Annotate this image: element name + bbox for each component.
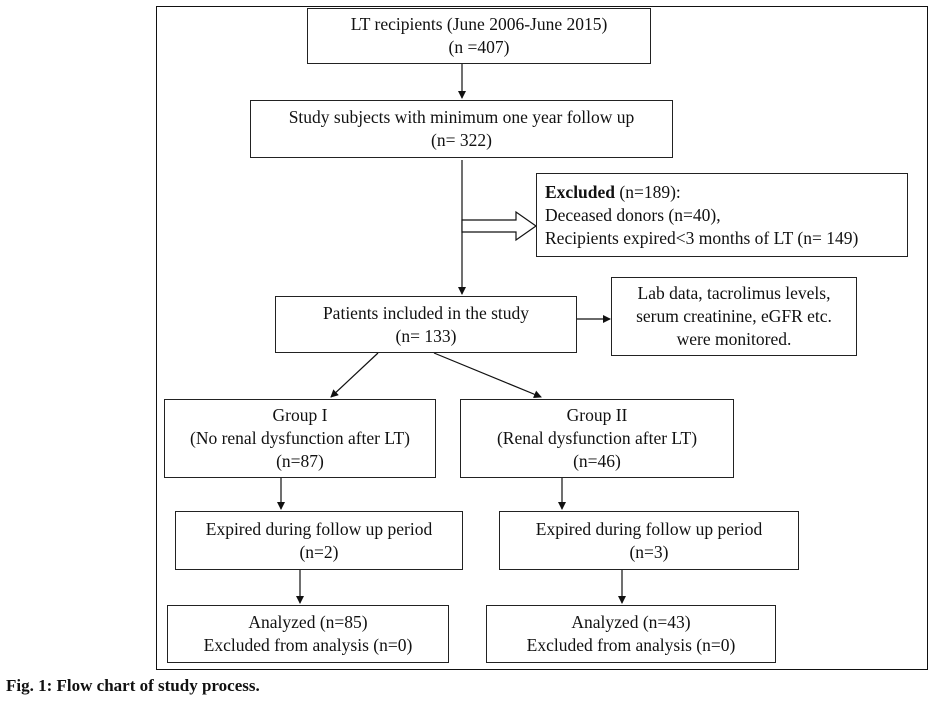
box-expired2-title: Expired during follow up period: [535, 518, 763, 539]
box-included-title: Patients included in the study: [322, 302, 530, 323]
box-excluded-deceased: Deceased donors (n=40),: [545, 204, 721, 225]
box-monitoring: Lab data, tacrolimus levels, serum creat…: [611, 277, 857, 356]
box-analyzed1-excluded: Excluded from analysis (n=0): [203, 635, 413, 655]
box-group2-desc: (Renal dysfunction after LT): [496, 428, 698, 448]
box-expired2-count: (n=3): [629, 541, 669, 562]
box-group2-title: Group II: [566, 405, 628, 425]
box-followup: Study subjects with minimum one year fol…: [250, 100, 673, 158]
box-group1-count: (n=87): [276, 451, 324, 471]
box-group2-count: (n=46): [573, 451, 621, 471]
figure-frame: [156, 6, 928, 670]
box-expired2: Expired during follow up period (n=3): [499, 511, 799, 570]
box-followup-count: (n= 322): [431, 130, 492, 150]
box-analyzed2-title: Analyzed (n=43): [571, 612, 691, 632]
box-analyzed1-title: Analyzed (n=85): [248, 612, 368, 632]
box-analyzed1: Analyzed (n=85) Excluded from analysis (…: [167, 605, 449, 663]
box-monitoring-line3: were monitored.: [676, 329, 792, 349]
box-excluded-expired: Recipients expired<3 months of LT (n= 14…: [545, 227, 859, 248]
box-analyzed2-excluded: Excluded from analysis (n=0): [526, 635, 736, 655]
box-group2: Group II (Renal dysfunction after LT) (n…: [460, 399, 734, 478]
box-lt-recipients: LT recipients (June 2006-June 2015) (n =…: [307, 8, 651, 64]
box-included: Patients included in the study (n= 133): [275, 296, 577, 353]
box-analyzed2: Analyzed (n=43) Excluded from analysis (…: [486, 605, 776, 663]
box-excluded: Excluded (n=189): Deceased donors (n=40)…: [536, 173, 908, 257]
box-expired1: Expired during follow up period (n=2): [175, 511, 463, 570]
box-group1-desc: (No renal dysfunction after LT): [190, 428, 410, 448]
box-expired1-title: Expired during follow up period: [205, 518, 433, 539]
excluded-label: Excluded: [545, 181, 616, 202]
box-group1-title: Group I: [272, 405, 328, 425]
box-lt-recipients-count: (n =407): [448, 37, 510, 57]
box-monitoring-line2: serum creatinine, eGFR etc.: [636, 306, 832, 326]
figure-caption: Fig. 1: Flow chart of study process.: [6, 676, 260, 695]
box-lt-recipients-title: LT recipients (June 2006-June 2015): [350, 14, 608, 34]
box-group1: Group I (No renal dysfunction after LT) …: [164, 399, 436, 478]
box-followup-title: Study subjects with minimum one year fol…: [288, 107, 635, 127]
box-monitoring-line1: Lab data, tacrolimus levels,: [637, 283, 831, 303]
box-expired1-count: (n=2): [299, 541, 339, 562]
box-included-count: (n= 133): [395, 325, 457, 346]
excluded-count: (n=189):: [615, 181, 681, 202]
box-excluded-header: Excluded (n=189):: [545, 181, 681, 204]
